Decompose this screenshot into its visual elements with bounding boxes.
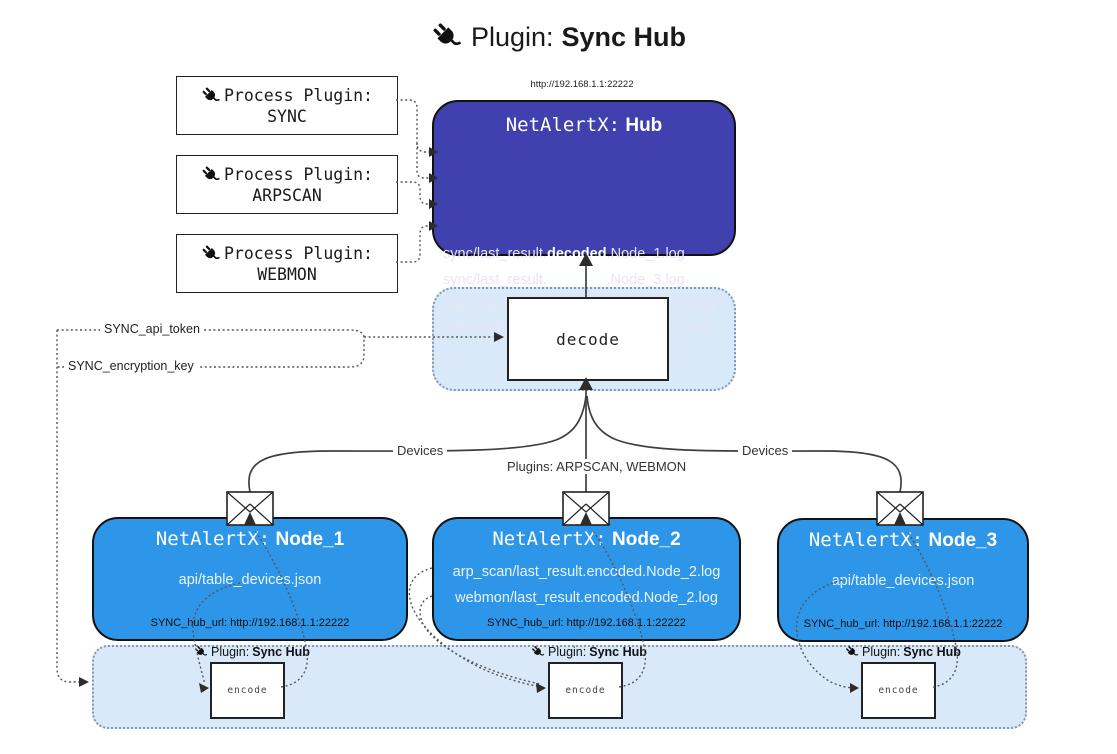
plug-icon: [431, 21, 463, 53]
plug-icon: [201, 244, 221, 264]
plugins-edge-label: Plugins: ARPSCAN, WEBMON: [503, 459, 691, 474]
node-hub-url: SYNC_hub_url: http://192.168.1.1:22222: [487, 617, 686, 629]
devices-edge-label-right: Devices: [738, 443, 793, 458]
node-file-line: api/table_devices.json: [178, 572, 322, 588]
process-plugin-name: WEBMON: [257, 264, 317, 284]
sync-encryption-key-label: SYNC_encryption_key: [64, 359, 198, 373]
process-plugin-label: Process Plugin:: [223, 165, 373, 184]
node-file-line: webmon/last_result.encoded.Node_2.log: [455, 590, 718, 606]
process-plugin-arpscan-box: Process Plugin: ARPSCAN: [176, 155, 398, 214]
node-hub-url: SYNC_hub_url: http://192.168.1.1:22222: [803, 618, 1003, 630]
plug-icon: [201, 86, 221, 106]
node-hub-url: SYNC_hub_url: http://192.168.1.1:22222: [150, 617, 350, 629]
decode-box: decode: [507, 297, 669, 381]
hub-title: NetAlertX: Hub: [434, 114, 734, 137]
page-title: Plugin: Sync Hub: [0, 16, 1117, 58]
hub-url-label: http://192.168.1.1:22222: [530, 79, 634, 90]
sync-api-token-label: SYNC_api_token: [100, 322, 204, 336]
plug-icon: [194, 645, 208, 659]
process-plugin-name: ARPSCAN: [252, 185, 322, 205]
netalertx-hub-box: NetAlertX: Hub sync/last_result.decoded.…: [432, 100, 736, 336]
encode-box: encode: [548, 662, 623, 719]
process-plugin-name: SYNC: [267, 106, 307, 126]
band-plugin-label: Plugin: Sync Hub: [194, 644, 310, 660]
plug-icon: [201, 165, 221, 185]
hub-log-line: sync/last_result.decoded.Node_3.log: [443, 272, 685, 288]
node-title: NetAlertX: Node_1: [155, 528, 345, 550]
band-plugin-label: Plugin: Sync Hub: [531, 644, 647, 660]
hub-title-prefix: NetAlertX:: [505, 114, 621, 136]
process-plugin-webmon-box: Process Plugin: WEBMON: [176, 234, 398, 293]
band-plugin-label: Plugin: Sync Hub: [845, 644, 961, 660]
title-prefix: Plugin:: [470, 21, 554, 52]
plug-icon: [531, 645, 545, 659]
node-title: NetAlertX: Node_3: [808, 529, 998, 551]
netalertx-node3-box: NetAlertX: Node_3 api/table_devices.json…: [777, 518, 1029, 642]
hub-title-name: Hub: [625, 115, 663, 136]
node-file-line: arp_scan/last_result.encoded.Node_2.log: [452, 564, 721, 580]
devices-edge-label-left: Devices: [393, 443, 448, 458]
encode-box: encode: [861, 662, 936, 719]
device-sync-curves: [248, 395, 902, 493]
plug-icon: [845, 645, 859, 659]
encode-box: encode: [210, 662, 285, 719]
process-plugin-label: Process Plugin:: [223, 244, 373, 263]
process-plugin-label: Process Plugin:: [223, 86, 373, 105]
netalertx-node1-box: NetAlertX: Node_1 api/table_devices.json…: [92, 517, 408, 641]
netalertx-node2-box: NetAlertX: Node_2 arp_scan/last_result.e…: [432, 517, 741, 641]
process-plugin-sync-box: Process Plugin: SYNC: [176, 76, 398, 135]
hub-log-line: sync/last_result.decoded.Node_1.log: [443, 246, 685, 262]
node-file-line: api/table_devices.json: [831, 573, 975, 589]
node-title: NetAlertX: Node_2: [492, 528, 681, 550]
title-name: Sync Hub: [561, 21, 687, 52]
